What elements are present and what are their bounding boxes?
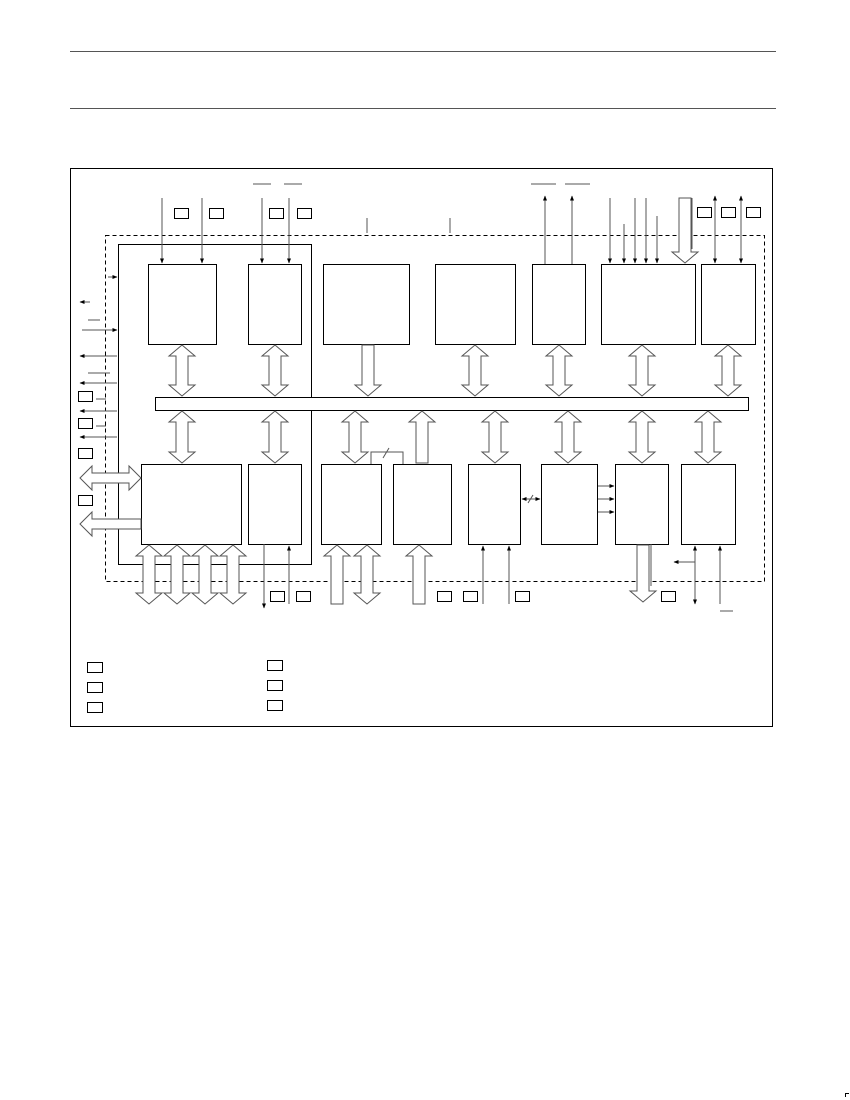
up-arrow xyxy=(407,410,437,464)
pin-box xyxy=(721,207,736,218)
bidirectional-arrow xyxy=(167,344,197,397)
bottom-block-3 xyxy=(321,464,382,545)
legend-box xyxy=(87,682,103,693)
bidirectional-arrow xyxy=(260,344,290,397)
pin-box xyxy=(746,207,761,218)
pin-box xyxy=(661,591,676,602)
top-block-7 xyxy=(701,264,756,345)
up-arrow xyxy=(404,544,434,605)
left-arrow xyxy=(79,510,142,538)
bidirectional-arrow xyxy=(134,544,164,605)
legend-box xyxy=(267,700,283,711)
internal-bus xyxy=(155,397,749,411)
legend-box xyxy=(87,702,103,713)
corner-mark xyxy=(845,1093,849,1097)
top-block-3 xyxy=(323,264,410,345)
top-block-2 xyxy=(248,264,302,345)
pin-box xyxy=(515,591,530,602)
pin-box xyxy=(78,391,93,402)
bidirectional-arrow xyxy=(693,410,723,464)
pin-box xyxy=(463,591,478,602)
diagram-frame xyxy=(70,168,773,727)
pin-box xyxy=(269,208,284,219)
legend-box xyxy=(87,662,103,673)
connector-line xyxy=(370,451,404,464)
bidirectional-arrow xyxy=(340,410,370,464)
bottom-block-4 xyxy=(393,464,452,545)
bottom-block-1 xyxy=(141,464,242,545)
down-arrow xyxy=(628,544,658,603)
header-rule-bottom xyxy=(70,108,776,109)
chip-boundary xyxy=(105,235,765,582)
header-rule-top xyxy=(70,51,776,52)
legend-box xyxy=(267,660,283,671)
pin-box xyxy=(78,418,93,429)
bottom-block-6 xyxy=(541,464,598,545)
legend-box xyxy=(267,680,283,691)
bidirectional-arrow xyxy=(627,410,657,464)
bidirectional-arrow xyxy=(713,344,743,397)
down-arrow xyxy=(670,197,700,264)
bidirectional-arrow xyxy=(480,410,510,464)
bidirectional-arrow xyxy=(553,410,583,464)
pin-box xyxy=(78,495,93,506)
bidirectional-arrow xyxy=(544,344,574,397)
down-arrow xyxy=(353,344,383,397)
bidirectional-arrow xyxy=(352,544,382,605)
pin-box xyxy=(174,208,189,219)
top-block-1 xyxy=(148,264,217,345)
bidirectional-arrow xyxy=(460,344,490,397)
connector-slash xyxy=(382,447,390,459)
top-block-5 xyxy=(532,264,586,345)
bidirectional-arrow xyxy=(627,344,657,397)
bidirectional-arrow xyxy=(218,544,248,605)
bidirectional-arrow xyxy=(79,464,142,492)
pin-box xyxy=(78,448,93,459)
bottom-block-8 xyxy=(681,464,736,545)
bidirectional-arrow xyxy=(167,410,197,464)
pin-box xyxy=(297,208,312,219)
connector-slash xyxy=(527,494,534,504)
pin-box xyxy=(209,208,224,219)
pin-box xyxy=(437,591,452,602)
pin-box xyxy=(296,591,311,602)
up-arrow xyxy=(322,544,352,605)
bidirectional-arrow xyxy=(260,410,290,464)
bottom-block-7 xyxy=(615,464,669,545)
pin-box xyxy=(270,591,285,602)
bottom-block-5 xyxy=(468,464,521,545)
top-block-4 xyxy=(435,264,516,345)
top-block-6 xyxy=(601,264,696,345)
pin-box xyxy=(697,207,712,218)
bidirectional-arrow xyxy=(162,544,192,605)
bottom-block-2 xyxy=(248,464,302,545)
bidirectional-arrow xyxy=(190,544,220,605)
